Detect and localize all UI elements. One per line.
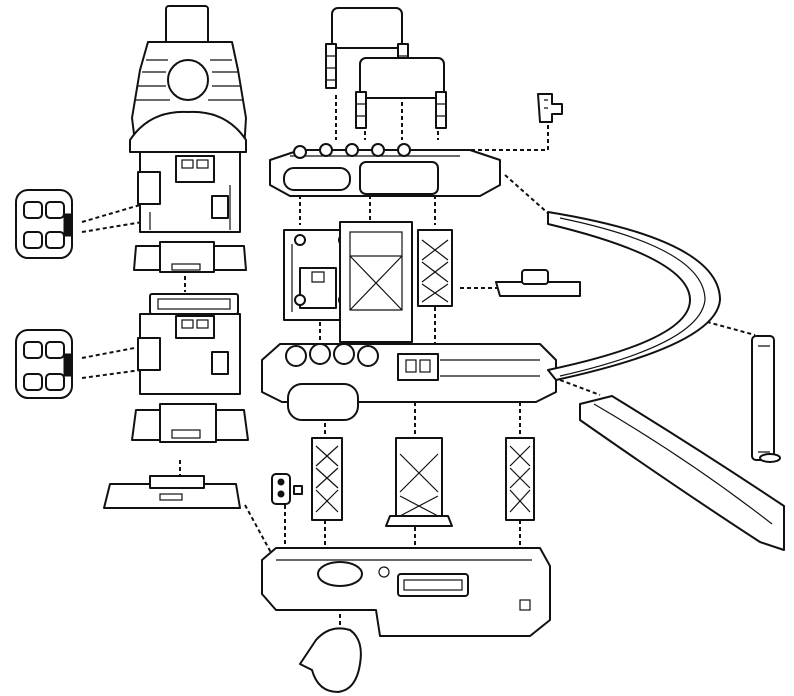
tower-floor-tray-lower — [131, 403, 249, 443]
tower-floor-tray-upper — [133, 241, 247, 273]
signal-post-small — [537, 93, 563, 123]
side-post-tall — [751, 335, 781, 463]
tower-body-lower — [137, 313, 241, 395]
curved-ramp-lower — [579, 395, 785, 551]
tower-body-upper — [137, 151, 241, 233]
middle-deck-tray — [287, 383, 359, 421]
railing-front — [355, 57, 447, 129]
clock-tower-roof — [129, 5, 247, 153]
base-deck — [261, 547, 551, 637]
traffic-signal — [271, 473, 303, 505]
window-panel-lower — [15, 329, 73, 399]
support-column-left — [311, 437, 343, 521]
support-column-center — [385, 437, 453, 527]
base-connector-plate — [103, 475, 241, 509]
support-column-right — [505, 437, 535, 521]
support-column-mid — [417, 229, 453, 307]
window-panel-upper — [15, 189, 73, 259]
upper-deck — [269, 143, 501, 197]
curved-ramp-upper — [547, 211, 721, 381]
side-ramp-piece — [495, 269, 581, 297]
lift-cage — [339, 221, 413, 343]
base-knob — [299, 627, 362, 693]
tower-top-frame — [149, 293, 239, 315]
